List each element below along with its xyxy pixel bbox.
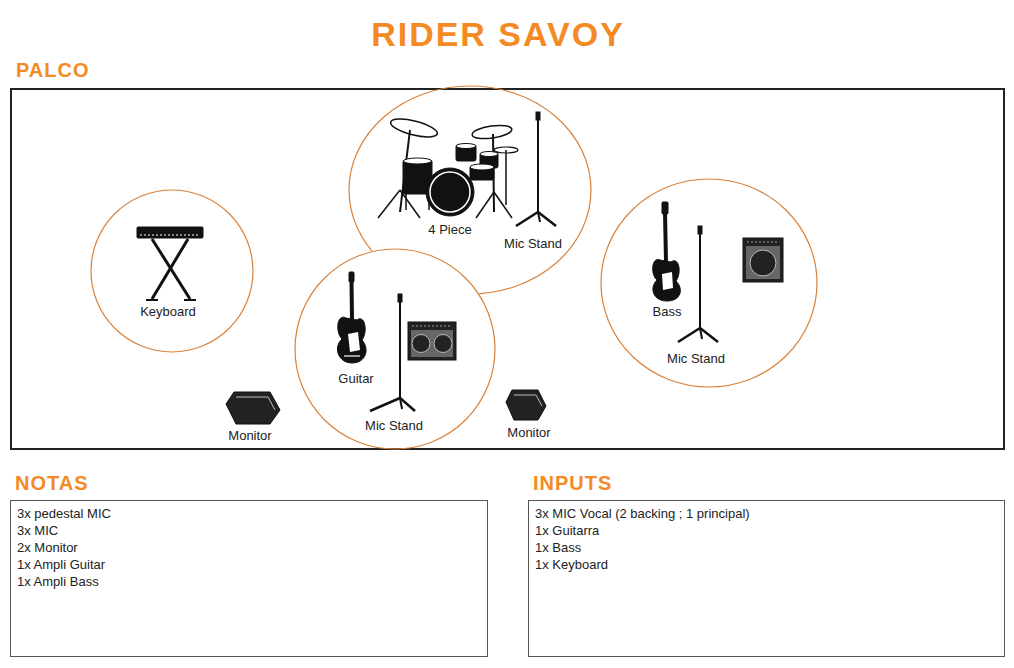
mic-stand-symbol [516,112,556,226]
instrument-label: Mic Stand [667,351,725,367]
guitar-symbol [337,272,366,363]
zone-outline [348,85,592,295]
list-body: 3x pedestal MIC3x MIC2x Monitor1x Ampli … [11,501,487,594]
monitor-symbol [226,392,280,424]
info-box: NOTAS3x pedestal MIC3x MIC2x Monitor1x A… [10,500,488,657]
monitor-symbol [506,390,546,420]
instrument-label: Guitar [338,371,373,387]
zone-circle [91,190,253,352]
drum-kit [378,115,518,218]
bass-symbol [653,202,681,301]
zone-outline [90,189,254,353]
mic-stand-symbol [370,294,415,411]
list-item: 3x MIC [17,522,481,539]
guitar-amp-symbol [408,322,456,360]
instrument-zone: BassMic Stand [600,178,818,388]
instrument-zone: GuitarMic Stand [294,248,496,450]
list-item: 1x Bass [535,539,998,556]
keyboard-symbol [137,227,203,300]
list-item: 3x MIC Vocal (2 backing ; 1 principal) [535,505,998,522]
info-box: INPUTS3x MIC Vocal (2 backing ; 1 princi… [528,500,1005,657]
section-heading: PALCO [16,58,90,82]
list-item: 1x Ampli Bass [17,573,481,590]
section-heading: INPUTS [533,471,612,495]
instrument-zone: Keyboard [90,189,254,353]
list-item: 2x Monitor [17,539,481,556]
instrument-label: Keyboard [140,304,196,320]
stage-area: 4 PieceMic StandKeyboardGuitarMic StandB… [10,88,1005,450]
instrument-zone: 4 PieceMic Stand [348,85,592,295]
instrument-label: Mic Stand [365,418,423,434]
monitor-label: Monitor [228,428,271,444]
zone-circle [349,86,591,294]
instrument-label: Bass [653,304,682,320]
bass-amp-symbol [743,238,783,282]
list-item: 1x Ampli Guitar [17,556,481,573]
mic-stand-symbol [678,226,718,342]
title: RIDER SAVOY [0,14,996,54]
monitor-label: Monitor [507,425,550,441]
list-item: 1x Guitarra [535,522,998,539]
list-body: 3x MIC Vocal (2 backing ; 1 principal)1x… [529,501,1004,577]
list-item: 1x Keyboard [535,556,998,573]
zone-circle [295,249,495,449]
list-item: 3x pedestal MIC [17,505,481,522]
instrument-label: Mic Stand [504,236,562,252]
zone-circle [601,179,817,387]
section-heading: NOTAS [15,471,89,495]
instrument-label: 4 Piece [428,222,471,238]
